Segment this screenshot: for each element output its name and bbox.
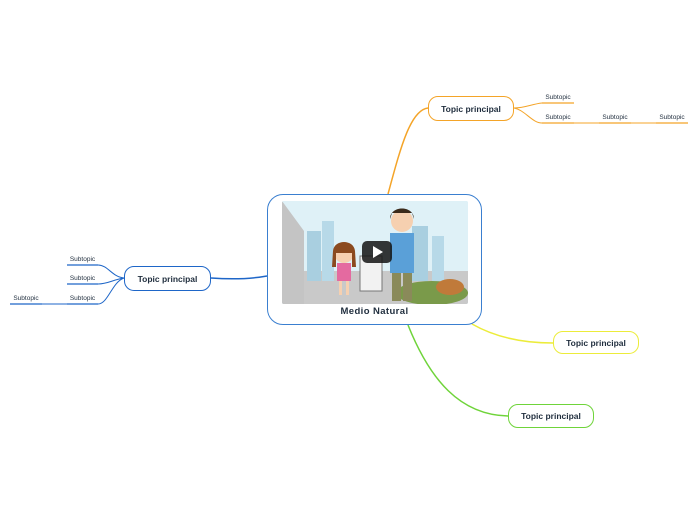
topic-green-label: Topic principal [521, 411, 581, 421]
topic-green[interactable]: Topic principal [508, 404, 594, 428]
subtopic-orange-3[interactable]: Subtopic [602, 114, 628, 121]
central-topic[interactable]: Medio Natural [267, 194, 482, 325]
topic-yellow[interactable]: Topic principal [553, 331, 639, 354]
subtopic-orange-1[interactable]: Subtopic [545, 94, 571, 101]
connector-blue [210, 275, 268, 280]
topic-orange-label: Topic principal [441, 103, 501, 114]
subtopic-blue-2[interactable]: Subtopic [69, 275, 96, 282]
connector-orange-sub-2 [513, 107, 543, 124]
connector-orange-sub-1 [513, 102, 543, 109]
subtopic-blue-1[interactable]: Subtopic [69, 256, 96, 263]
connector-green [407, 324, 509, 417]
subtopic-orange-2[interactable]: Subtopic [545, 114, 571, 121]
topic-blue-label: Topic principal [137, 273, 198, 284]
topic-orange[interactable]: Topic principal [428, 96, 514, 121]
connector-blue-sub-2 [97, 277, 125, 285]
connector-blue-sub-3 [97, 277, 125, 305]
topic-blue[interactable]: Topic principal [124, 266, 211, 291]
video-thumbnail[interactable] [282, 201, 468, 304]
topic-yellow-label: Topic principal [566, 337, 626, 348]
subtopic-orange-4[interactable]: Subtopic [659, 114, 685, 121]
play-icon[interactable] [362, 241, 392, 263]
connector-orange [387, 107, 429, 195]
subtopic-blue-3[interactable]: Subtopic [69, 295, 96, 302]
connector-blue-sub-1 [97, 264, 125, 279]
subtopic-blue-4[interactable]: Subtopic [13, 295, 39, 302]
central-topic-title: Medio Natural [340, 306, 409, 317]
connector-yellow [471, 323, 554, 344]
